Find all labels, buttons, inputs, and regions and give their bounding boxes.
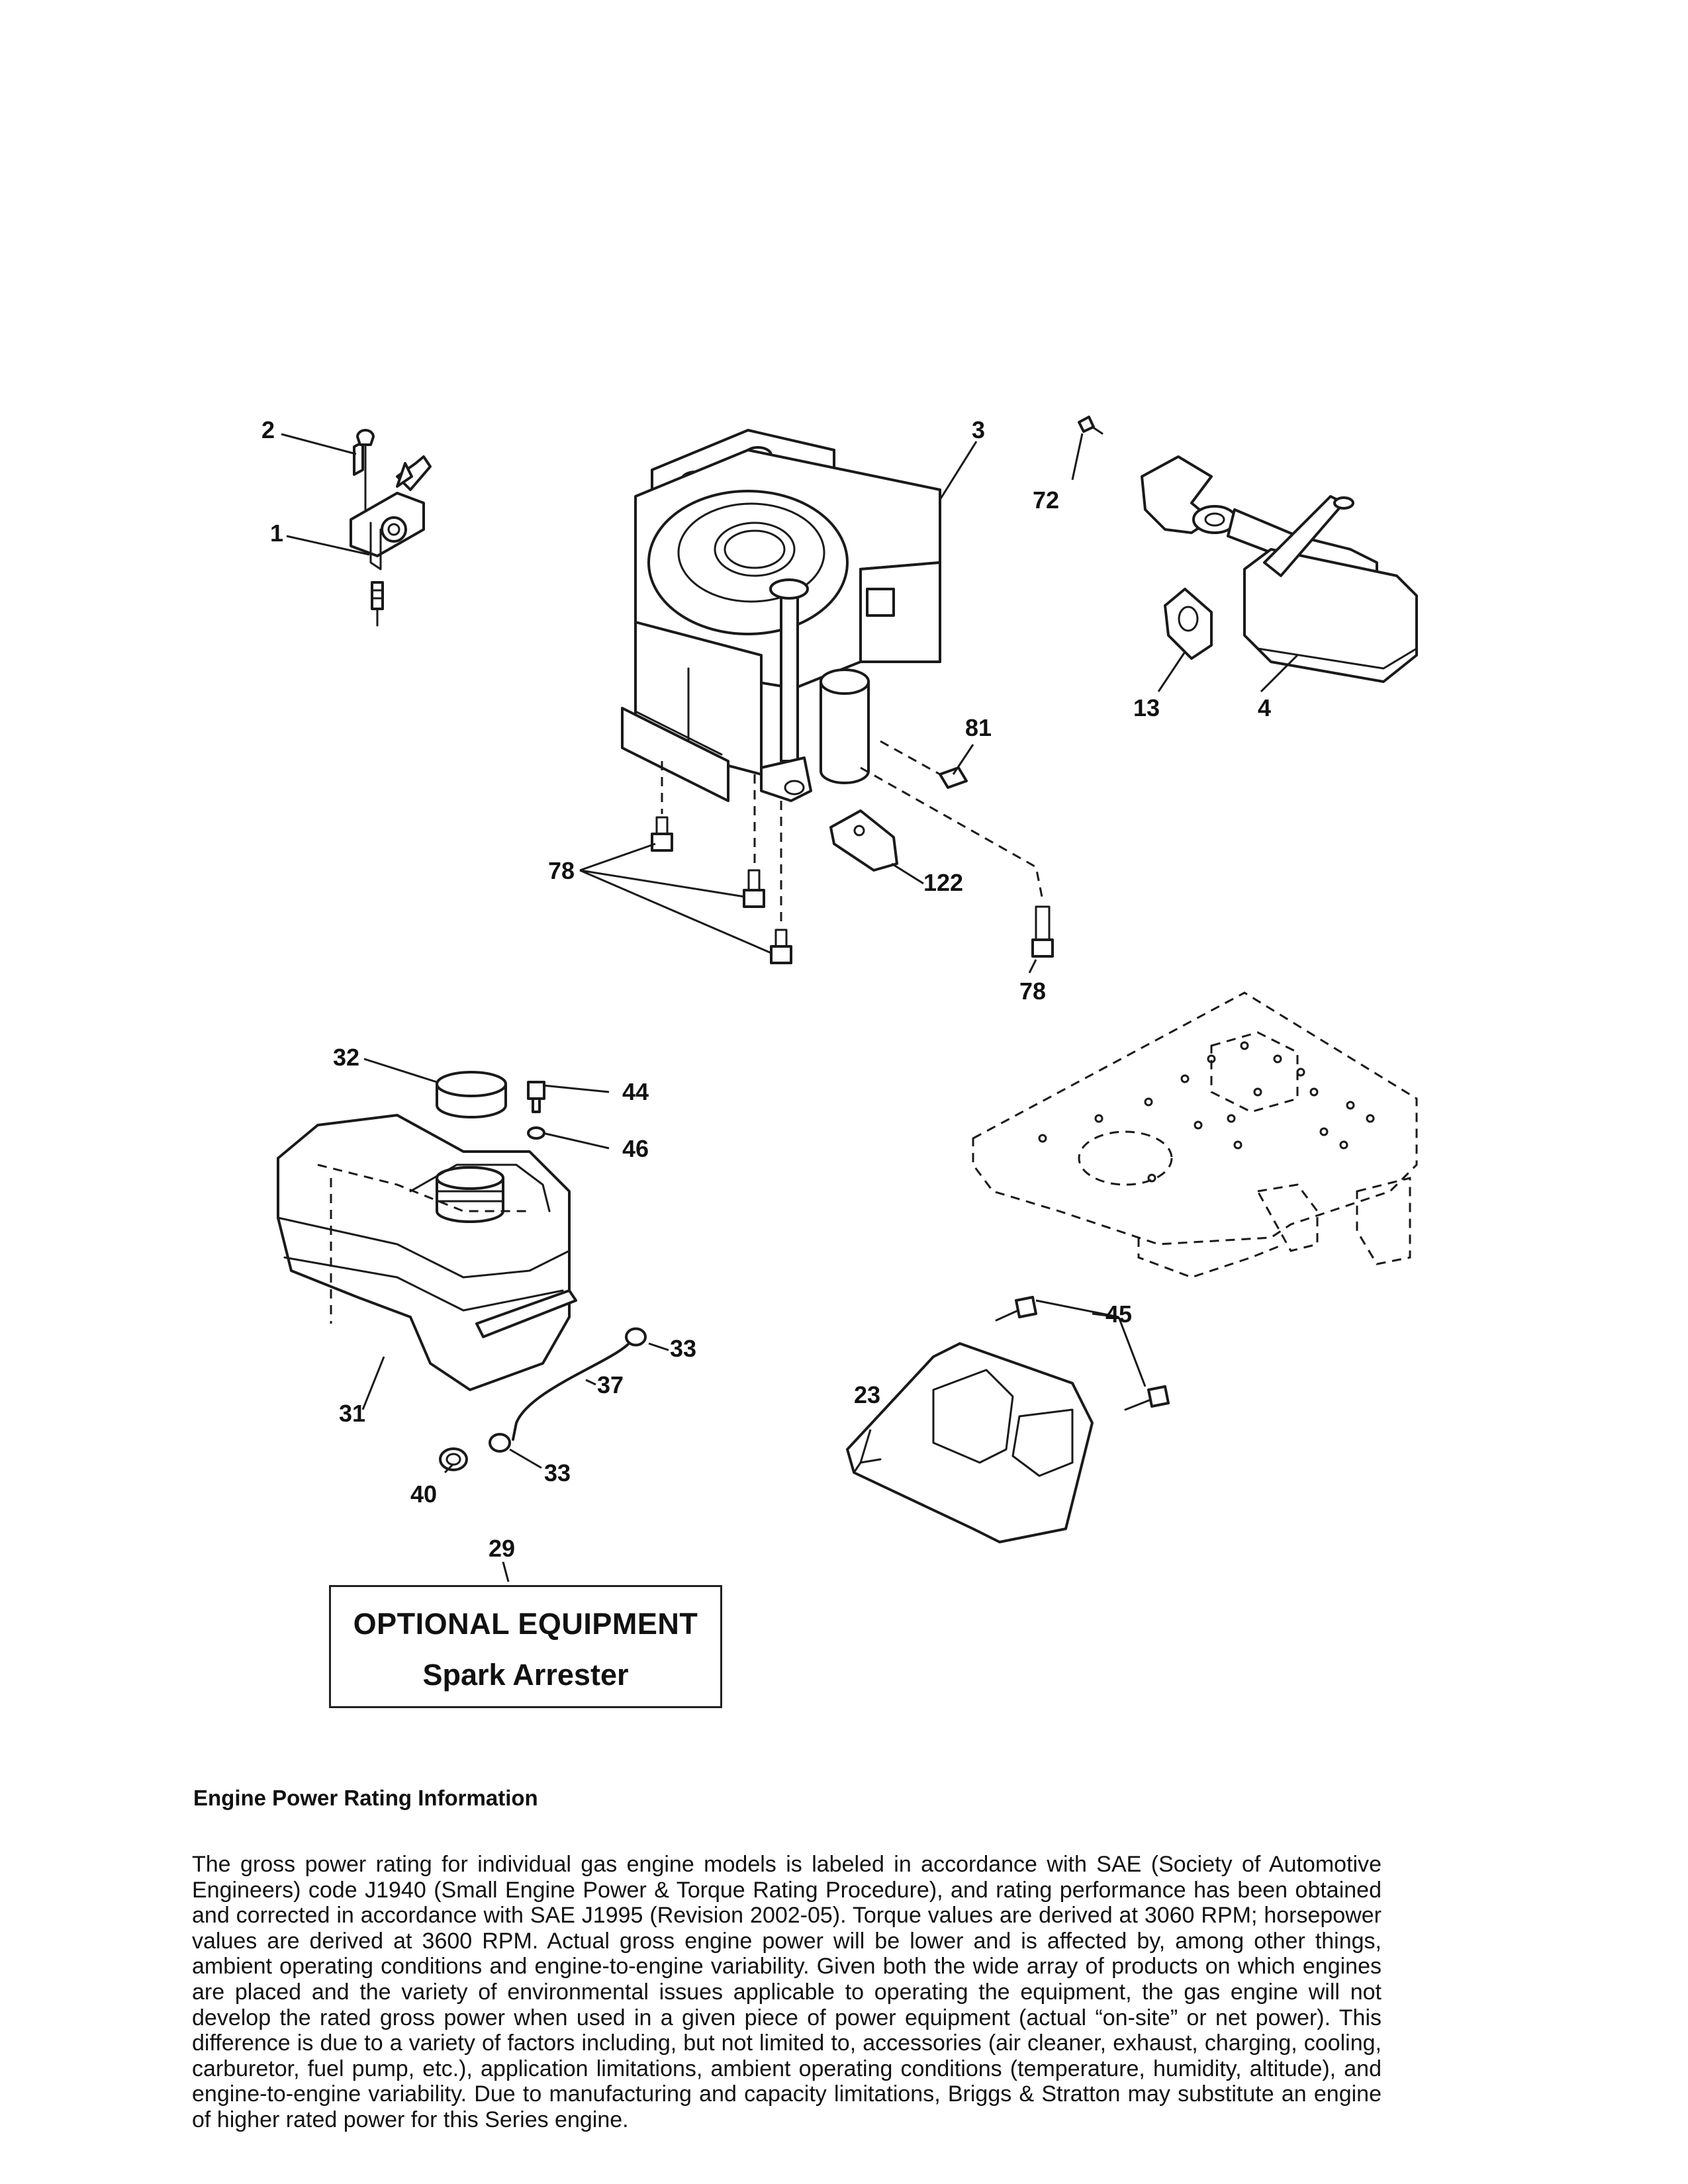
callout-45: 45: [1105, 1300, 1132, 1328]
engine-mount-hardware: [651, 740, 1054, 964]
callout-32: 32: [333, 1044, 359, 1071]
optional-equipment-title: OPTIONAL EQUIPMENT: [353, 1607, 698, 1641]
callout-23: 23: [854, 1381, 880, 1408]
rating-info-body: The gross power rating for individual ga…: [192, 1852, 1382, 2132]
callout-labels: 2 1 3 72 13 4 81 78 122 78 32 44 46 45 3…: [261, 416, 1271, 1562]
optional-equipment-item: Spark Arrester: [422, 1658, 629, 1692]
throttle-control-assembly: [350, 429, 432, 627]
callout-78-left: 78: [548, 857, 575, 884]
heat-shield-assembly: [846, 1296, 1170, 1543]
callout-leaders: [281, 433, 1299, 1582]
callout-78-right: 78: [1019, 978, 1046, 1005]
callout-122: 122: [923, 869, 963, 896]
callout-13: 13: [1133, 694, 1160, 721]
optional-equipment-box: OPTIONAL EQUIPMENT Spark Arrester: [329, 1585, 722, 1708]
callout-4: 4: [1258, 694, 1271, 721]
callout-72: 72: [1033, 486, 1059, 514]
muffler-assembly: [1078, 416, 1418, 683]
callout-2: 2: [261, 416, 275, 443]
callout-31: 31: [339, 1400, 365, 1427]
callout-81: 81: [965, 714, 992, 741]
fuel-tank-assembly: [277, 1071, 647, 1471]
rating-info-heading: Engine Power Rating Information: [193, 1786, 538, 1810]
chassis-frame-outline: [972, 991, 1418, 1279]
callout-3: 3: [972, 416, 985, 443]
callout-33-top: 33: [670, 1335, 696, 1362]
engine-assembly: [621, 429, 941, 802]
callout-33-bottom: 33: [544, 1459, 571, 1486]
callout-1: 1: [270, 520, 283, 547]
callout-29: 29: [489, 1535, 515, 1562]
callout-37: 37: [597, 1371, 624, 1398]
callout-40: 40: [410, 1480, 437, 1508]
callout-46: 46: [622, 1135, 649, 1162]
callout-44: 44: [622, 1078, 649, 1105]
